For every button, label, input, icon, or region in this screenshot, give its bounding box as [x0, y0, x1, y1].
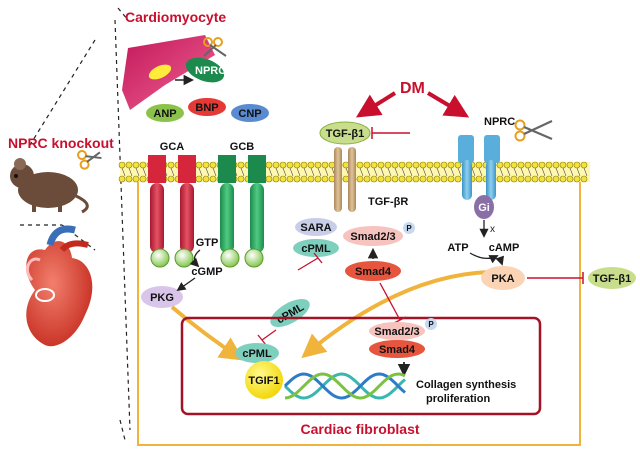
svg-text:TGIF1: TGIF1 — [248, 375, 279, 387]
scissors-icon — [514, 119, 553, 142]
cpml-node: cPML — [293, 239, 339, 257]
pka-to-cpml-arrow — [301, 270, 491, 359]
svg-text:GCA: GCA — [160, 141, 185, 153]
gcb-receptor: GCB — [218, 141, 266, 268]
tgfb-receptor — [334, 147, 356, 212]
fibroblast-title: Cardiac fibroblast — [300, 421, 419, 437]
dm-label: DM — [400, 80, 425, 97]
nuclear-smad23: Smad2/3 — [369, 322, 425, 340]
svg-text:Smad4: Smad4 — [355, 266, 392, 278]
svg-text:P: P — [428, 320, 434, 329]
svg-text:Gi: Gi — [478, 202, 490, 214]
atp-label: ATP — [447, 242, 468, 254]
cytoplasmic-cpml: cPML — [270, 299, 310, 327]
svg-text:CNP: CNP — [238, 108, 261, 120]
sara-node: SARA — [295, 218, 337, 236]
svg-text:SARA: SARA — [300, 222, 331, 234]
inhibition-x-label: x — [490, 224, 495, 235]
scissors-icon — [203, 37, 227, 57]
pkg-node: PKG — [141, 286, 183, 308]
svg-text:Smad4: Smad4 — [379, 344, 416, 356]
cpml-inhibits-complex — [297, 257, 319, 271]
pka-node: PKA — [481, 266, 525, 290]
svg-text:cPML: cPML — [301, 243, 331, 255]
mouse-icon — [10, 158, 89, 214]
nuclear-phospho: P — [425, 318, 437, 330]
nprc-label: NPRC — [484, 116, 515, 128]
svg-text:ANP: ANP — [153, 108, 176, 120]
peptide-cnp: CNP — [231, 104, 269, 122]
tgfb1-ligand: TGF-β1 — [319, 121, 371, 145]
svg-text:Smad2/3: Smad2/3 — [350, 231, 395, 243]
svg-text:cPML: cPML — [242, 348, 272, 360]
svg-text:BNP: BNP — [195, 102, 218, 114]
cardiomyocyte-nprc-label: NPRC — [195, 65, 226, 77]
pkg-to-tgif1-arrow — [170, 305, 245, 361]
heart-icon — [26, 225, 93, 347]
dna-helix — [283, 372, 406, 400]
gtp-label: GTP — [196, 237, 219, 249]
smad4-to-nucleus-line — [379, 282, 401, 321]
svg-text:PKA: PKA — [491, 273, 514, 285]
phospho-badge: P — [403, 222, 415, 234]
tgfb1-output: TGF-β1 — [588, 267, 636, 289]
cgmp-label: cGMP — [191, 266, 222, 278]
cardiomyocyte-nprc: NPRC — [185, 57, 226, 83]
connector-dashed-lines — [20, 7, 131, 441]
scissors-icon — [77, 150, 102, 170]
dm-to-nprc-arrow — [426, 91, 470, 118]
smad23-node: Smad2/3 — [343, 226, 403, 246]
tgif1-node: TGIF1 — [245, 361, 283, 399]
svg-text:PKG: PKG — [150, 292, 174, 304]
svg-text:P: P — [406, 224, 412, 233]
camp-label: cAMP — [489, 242, 520, 254]
svg-text:TGF-β1: TGF-β1 — [326, 128, 365, 140]
nprc-receptor — [458, 135, 500, 200]
knockout-label: NPRC knockout — [8, 135, 114, 151]
outcome-line-1: Collagen synthesis — [416, 379, 516, 391]
gca-receptor: GCA — [148, 141, 196, 268]
cardiomyocyte-cell — [122, 35, 215, 110]
smad4-node: Smad4 — [345, 261, 401, 281]
nucleus — [180, 316, 542, 416]
peptide-bnp: BNP — [188, 98, 226, 116]
peptide-anp: ANP — [146, 104, 184, 122]
nuclear-smad4: Smad4 — [369, 340, 425, 358]
svg-text:Smad2/3: Smad2/3 — [374, 326, 419, 338]
fibroblast-membrane — [137, 166, 581, 446]
dm-to-tgfb1-arrow — [355, 91, 397, 118]
nuclear-cpml: cPML — [235, 343, 279, 363]
outcome-line-2: proliferation — [426, 393, 490, 405]
tgfbr-label: TGF-βR — [368, 196, 408, 208]
cardiomyocyte-title: Cardiomyocyte — [125, 9, 226, 25]
svg-text:GCB: GCB — [230, 141, 255, 153]
gi-protein: Gi — [474, 195, 494, 219]
svg-text:TGF-β1: TGF-β1 — [593, 273, 632, 285]
